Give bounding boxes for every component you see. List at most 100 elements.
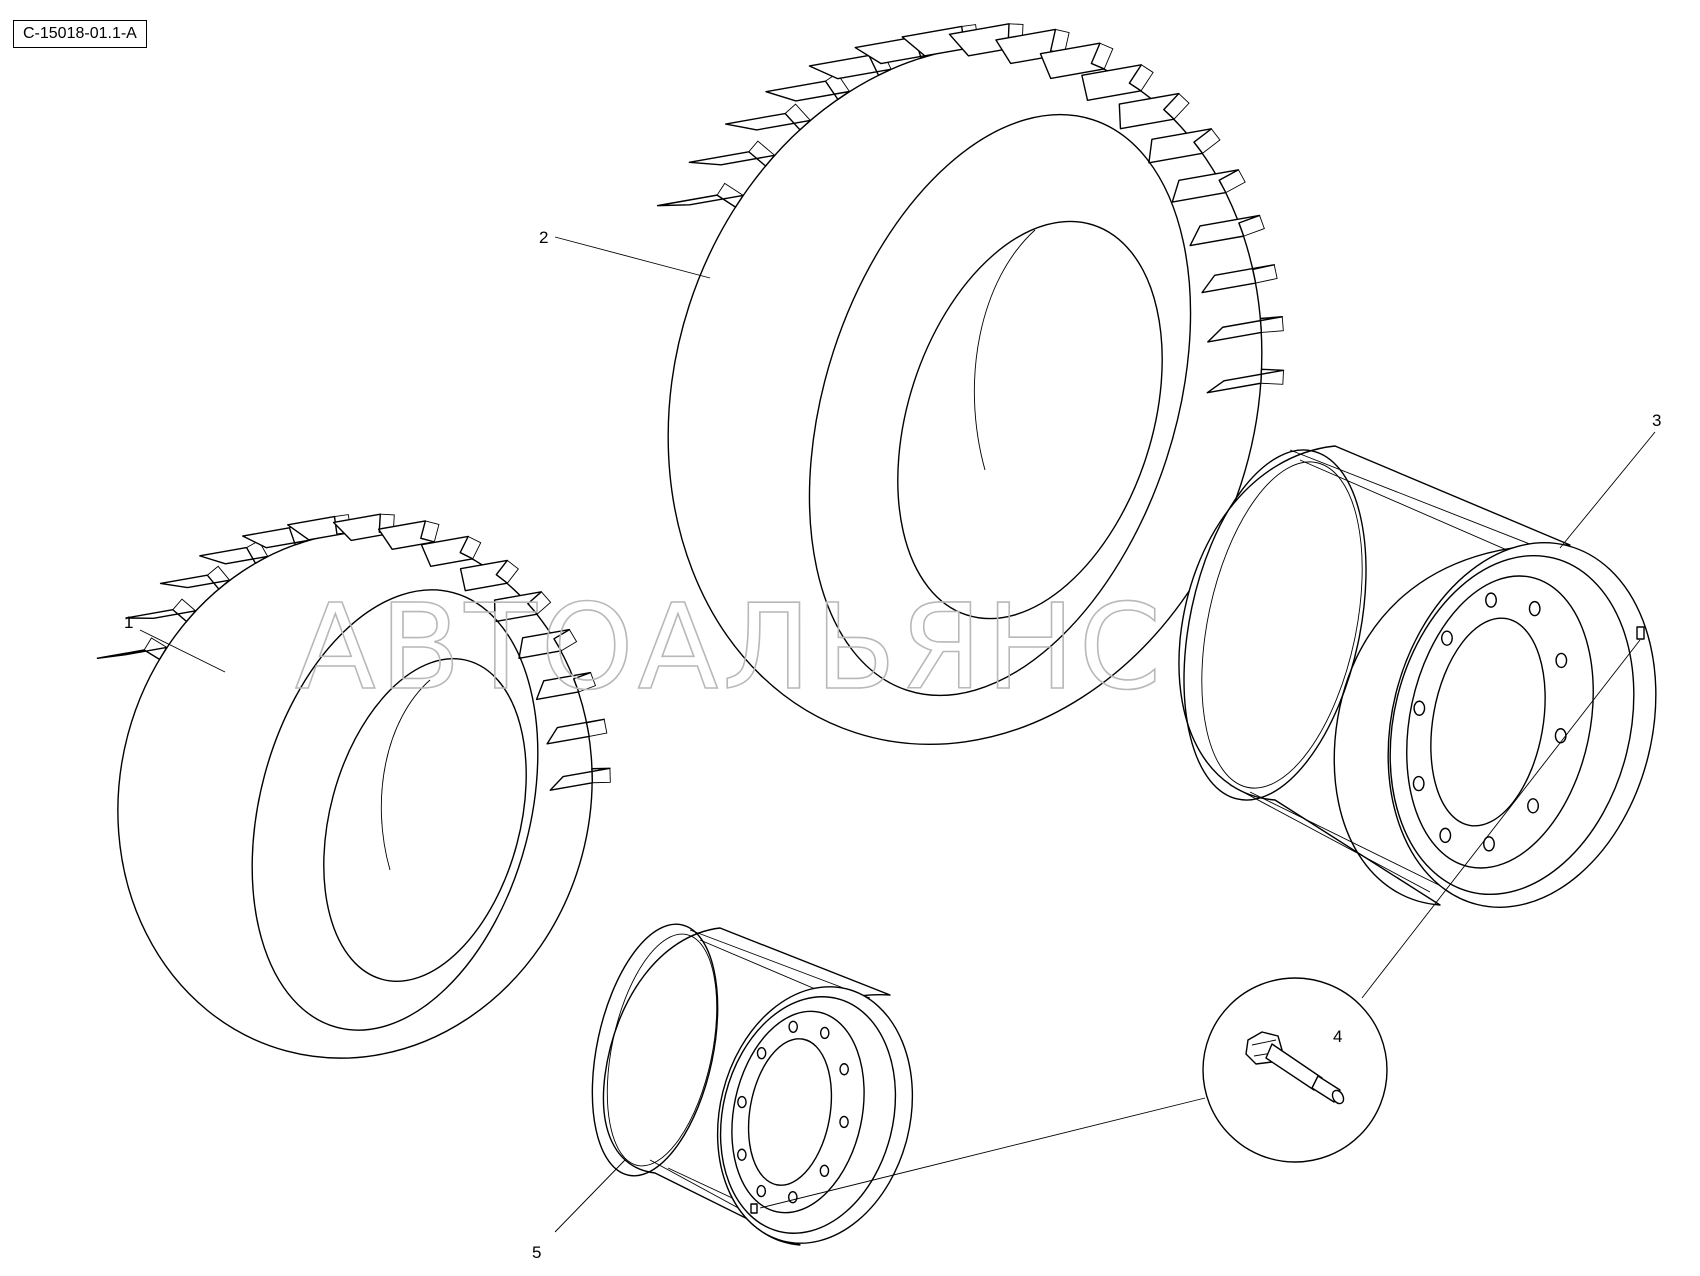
large-tire-lug-edge — [1099, 42, 1114, 70]
large-tire-lug — [656, 194, 744, 208]
large-rim-bolt-hole — [1441, 630, 1453, 646]
small-rim-bolt-hole — [756, 1184, 767, 1198]
large-tire-lug — [1081, 64, 1143, 102]
watermark-text: АВТОАЛЬЯНС — [295, 578, 1165, 716]
small-tire-lugs — [96, 513, 611, 791]
small-rim-bolt-hole — [788, 1020, 799, 1033]
large-tire-lugs — [656, 23, 1285, 394]
small-tire[interactable] — [59, 478, 650, 1112]
small-tire-lug-edge — [536, 591, 552, 615]
large-rim-bolt-hole — [1527, 798, 1539, 814]
large-tire-bore-inner-edge — [973, 229, 1036, 471]
small-tire-lug-edge — [143, 637, 168, 651]
valve-cap — [1331, 1089, 1345, 1105]
small-rim-bolt-hole — [839, 1063, 849, 1076]
large-rim-barrel-lines — [1229, 449, 1541, 893]
small-rim-front-flange-inner — [719, 996, 897, 1234]
large-rim-bolt-hole — [1485, 592, 1497, 608]
callout-3: 3 — [1652, 411, 1661, 430]
large-tire-lug-edge — [716, 182, 744, 196]
small-rim-bolt-hole — [756, 1046, 767, 1060]
large-tire-lug — [1171, 169, 1240, 203]
small-rim-bolt-hole — [737, 1148, 747, 1161]
small-tire-lug — [420, 535, 474, 567]
large-tire-lug-edge — [784, 103, 811, 121]
large-tire-lug — [1039, 42, 1105, 80]
large-tire-lug — [1189, 214, 1261, 247]
small-rim-bolt-holes — [737, 1020, 849, 1204]
small-tire-lug — [535, 671, 592, 701]
drawing-reference-box: C-15018-01.1-A — [13, 20, 147, 48]
large-tire-lug — [724, 112, 812, 131]
large-tire-lug-edge — [1243, 215, 1265, 237]
small-rim-center-bore — [747, 1038, 833, 1186]
small-rim-disc — [731, 1010, 865, 1214]
small-tire-lug-edge — [506, 560, 519, 584]
large-tire-lug-edge — [1140, 64, 1154, 92]
large-rim-back-flange — [1183, 449, 1367, 801]
callout-1: 1 — [124, 613, 133, 632]
callout-5: 5 — [532, 1243, 541, 1262]
large-tire-lug — [688, 151, 776, 167]
leader-line-5 — [554, 1159, 626, 1233]
small-rim-bolt-hole — [787, 1191, 798, 1204]
large-tire-lug — [1148, 128, 1213, 164]
large-tire[interactable] — [579, 0, 1350, 822]
small-rim-back-flange — [591, 923, 719, 1177]
small-tire-lug-edge — [592, 768, 611, 784]
large-tire-lug-edge — [1055, 29, 1070, 55]
valve-detail[interactable] — [1202, 977, 1388, 1163]
small-rim-bolt-hole — [819, 1026, 830, 1040]
small-tire-lug-edge — [172, 598, 196, 612]
small-rim-bolt-hole — [737, 1095, 747, 1109]
small-tire-lug-edge — [578, 672, 597, 693]
large-tire-lug-edge — [748, 140, 775, 156]
large-rim-back-flange-inner — [1201, 461, 1363, 789]
small-tire-lug-edge — [425, 520, 440, 542]
small-tire-lug — [518, 628, 571, 659]
small-tire-lug — [159, 574, 231, 590]
small-tire-lug — [377, 520, 436, 551]
small-rim[interactable] — [572, 913, 939, 1264]
large-tire-lug — [765, 80, 851, 102]
large-rim-bolt-hole — [1413, 700, 1426, 716]
small-tire-lug — [241, 527, 310, 549]
large-rim-center-bore — [1430, 617, 1546, 827]
large-tire-lug — [1118, 92, 1180, 130]
large-tire-lug-edge — [1202, 128, 1221, 154]
small-tire-lug-edge — [560, 629, 578, 652]
small-tire-lug — [493, 591, 543, 623]
small-tire-lug — [125, 609, 197, 623]
large-tire-lug — [808, 54, 892, 80]
large-rim-disc — [1406, 575, 1594, 869]
small-rim-bolt-hole — [819, 1164, 830, 1178]
leader-line-4b — [759, 1097, 1206, 1209]
large-rim-bolt-hole — [1483, 836, 1495, 852]
large-tire-lug-edge — [1260, 370, 1284, 385]
leader-lines — [139, 236, 1656, 1233]
callout-4: 4 — [1333, 1027, 1342, 1046]
large-tire-lug-edge — [1255, 264, 1278, 284]
large-rim-bolt-hole — [1528, 600, 1541, 617]
large-tire-lug-edge — [1261, 316, 1284, 333]
large-rim-bolt-hole — [1555, 652, 1568, 669]
leader-line-3 — [1559, 431, 1656, 549]
leader-line-4a — [1361, 639, 1641, 999]
small-tire-lug-edge — [589, 719, 608, 737]
large-rim[interactable] — [1155, 433, 1693, 936]
leader-line-1 — [139, 629, 226, 673]
large-rim-bolt-hole — [1554, 728, 1567, 744]
small-rim-bolt-hole — [839, 1115, 849, 1129]
small-tire-lug-edge — [207, 565, 230, 581]
small-tire-sidewall — [251, 589, 539, 1031]
small-tire-lug — [199, 546, 269, 565]
large-rim-bolt-hole — [1439, 827, 1452, 844]
small-tire-lug — [459, 559, 509, 592]
leader-line-2 — [554, 236, 711, 279]
small-tire-lug — [549, 767, 611, 791]
large-rim-front-flange-inner — [1389, 554, 1635, 896]
small-rim-valve-hole — [750, 1203, 758, 1214]
large-tire-lug — [1206, 368, 1285, 394]
small-tire-lug — [96, 646, 168, 661]
